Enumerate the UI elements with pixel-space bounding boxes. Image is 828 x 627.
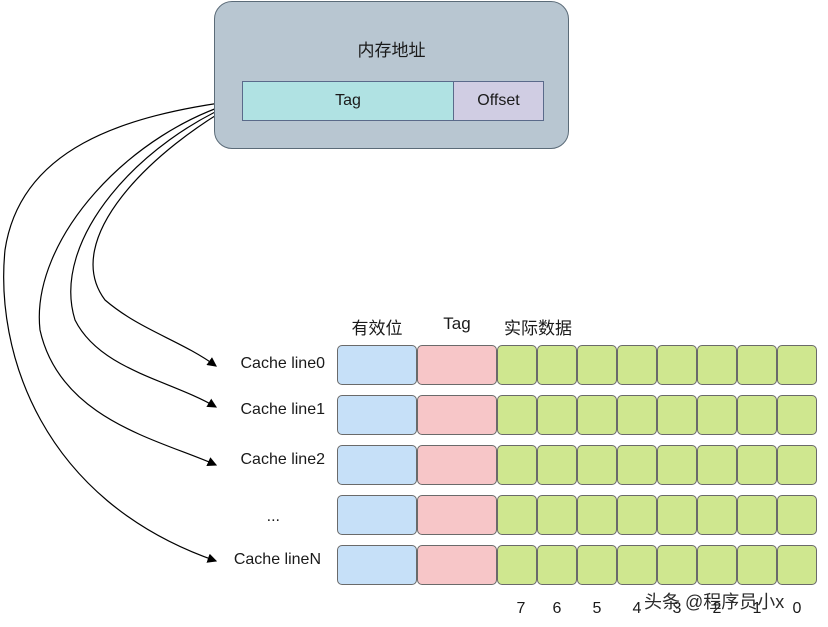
valid-bit-cell: [337, 445, 417, 485]
arrow-to-line0: [92, 99, 243, 367]
data-byte-cell: [657, 545, 697, 585]
byte-index: 6: [552, 600, 562, 617]
data-byte-cell: [577, 445, 617, 485]
data-byte-cell: [617, 445, 657, 485]
data-byte-cell: [737, 495, 777, 535]
data-byte-cell: [577, 395, 617, 435]
cache-line-label: Cache lineN: [233, 551, 321, 568]
data-byte-cell: [537, 345, 577, 385]
data-byte-cell: [697, 445, 737, 485]
byte-index: 0: [792, 600, 802, 617]
data-byte-cell: [537, 445, 577, 485]
tag-header: Tag: [443, 314, 471, 333]
data-byte-cell: [697, 495, 737, 535]
cache-line-ellipsis: ...: [266, 508, 280, 525]
tag-cell: [417, 395, 497, 435]
watermark-text: 头条 @程序员小x: [644, 592, 785, 612]
data-byte-cell: [577, 545, 617, 585]
data-header: 实际数据: [504, 319, 572, 338]
data-byte-cell: [497, 345, 537, 385]
data-byte-cell: [617, 395, 657, 435]
data-byte-cell: [657, 495, 697, 535]
arrow-to-line2: [38, 99, 243, 466]
data-byte-cell: [537, 395, 577, 435]
data-byte-cell: [497, 495, 537, 535]
tag-cell: [417, 345, 497, 385]
data-byte-cell: [737, 445, 777, 485]
cache-line-label: Cache line2: [240, 451, 326, 468]
valid-bit-cell: [337, 495, 417, 535]
data-byte-cell: [737, 345, 777, 385]
data-byte-cell: [697, 395, 737, 435]
data-byte-cell: [777, 495, 817, 535]
data-byte-cell: [537, 495, 577, 535]
tag-cell: [417, 545, 497, 585]
data-byte-cell: [497, 445, 537, 485]
valid-bit-cell: [337, 545, 417, 585]
data-byte-cell: [697, 545, 737, 585]
address-offset-field: Offset: [453, 81, 544, 121]
byte-index: 4: [632, 600, 642, 617]
cache-line-label: Cache line0: [240, 355, 326, 372]
data-byte-cell: [617, 345, 657, 385]
data-byte-cell: [777, 345, 817, 385]
address-tag-field: Tag: [242, 81, 454, 121]
tag-cell: [417, 445, 497, 485]
data-byte-cell: [617, 545, 657, 585]
data-byte-cell: [577, 345, 617, 385]
data-byte-cell: [657, 445, 697, 485]
byte-index: 2: [712, 600, 722, 617]
valid-bit-cell: [337, 345, 417, 385]
data-byte-cell: [537, 545, 577, 585]
data-byte-cell: [777, 545, 817, 585]
data-byte-cell: [617, 495, 657, 535]
data-byte-cell: [697, 345, 737, 385]
arrow-to-line1: [70, 99, 243, 408]
memory-address-title: 内存地址: [357, 41, 426, 60]
valid-bit-header: 有效位: [351, 319, 403, 338]
data-byte-cell: [577, 495, 617, 535]
tag-cell: [417, 495, 497, 535]
memory-address-box: 内存地址 Tag Offset: [214, 1, 569, 149]
cache-line-label: Cache line1: [240, 401, 326, 418]
arrow-to-lineN: [3, 99, 243, 563]
data-byte-cell: [497, 395, 537, 435]
data-byte-cell: [777, 395, 817, 435]
data-byte-cell: [737, 395, 777, 435]
byte-index: 5: [592, 600, 602, 617]
byte-index: 7: [516, 600, 526, 617]
data-byte-cell: [497, 545, 537, 585]
valid-bit-cell: [337, 395, 417, 435]
data-byte-cell: [737, 545, 777, 585]
byte-index: 3: [672, 600, 682, 617]
data-byte-cell: [657, 345, 697, 385]
data-byte-cell: [657, 395, 697, 435]
byte-index: 1: [752, 600, 762, 617]
data-byte-cell: [777, 445, 817, 485]
